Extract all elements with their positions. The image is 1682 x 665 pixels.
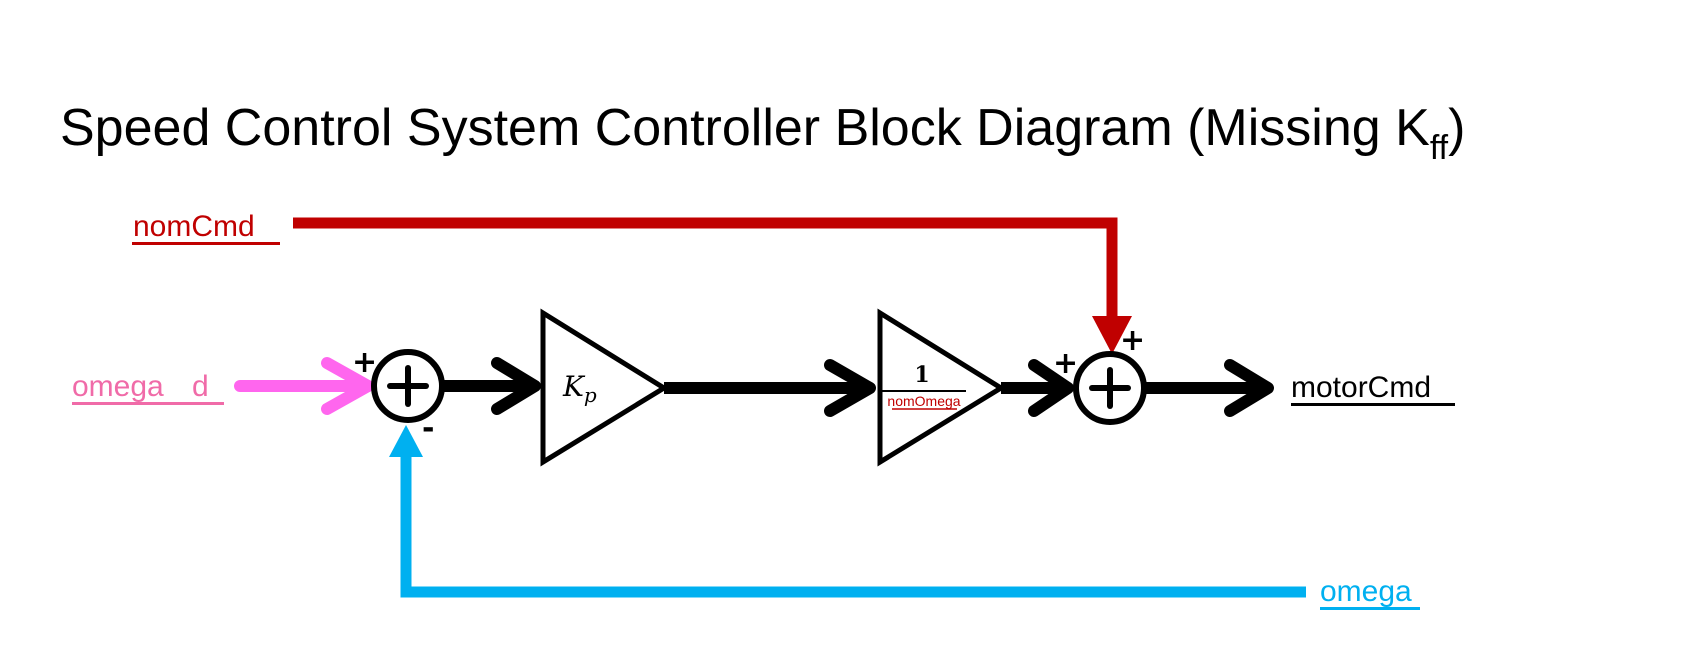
inverse-nomomega-block: 1 nomOmega <box>877 308 1006 467</box>
omega-d-underline <box>72 402 224 405</box>
kp-triangle <box>540 308 669 467</box>
nomcmd-signal: nomCmd <box>132 210 1132 354</box>
output-summing-junction: + + <box>1053 323 1147 425</box>
arrowhead-icon <box>1028 359 1074 417</box>
omega-arrowhead-icon <box>389 425 423 457</box>
title-main: Speed Control System Controller Block Di… <box>60 99 1430 157</box>
inverse-triangle <box>877 308 1006 467</box>
omega-d-signal: omega d <box>72 357 374 415</box>
error-sum-plus-sign: + <box>352 345 377 380</box>
title-subscript: ff <box>1430 129 1449 167</box>
arrowhead-icon <box>491 357 541 415</box>
error-to-kp-arrow <box>442 357 541 415</box>
kp-to-inverse-arrow <box>664 359 876 417</box>
inverse-numerator: 1 <box>914 362 929 388</box>
nomcmd-line <box>293 217 1118 318</box>
arrowhead-icon <box>824 359 876 417</box>
output-sum-plus-sign-left: + <box>1053 346 1078 381</box>
motorcmd-underline <box>1291 403 1455 406</box>
nomcmd-underline <box>132 242 280 245</box>
omega-d-label: omega <box>72 370 164 403</box>
error-summing-junction: + - <box>352 345 445 446</box>
nomcmd-arrowhead-icon <box>1092 316 1132 354</box>
omega-label: omega <box>1320 575 1412 608</box>
inverse-denominator: nomOmega <box>887 393 960 409</box>
omega-feedback-signal: omega <box>389 425 1420 610</box>
diagram-title: Speed Control System Controller Block Di… <box>60 99 1465 167</box>
omega-d-arrowhead-icon <box>321 357 374 415</box>
omega-underline <box>1320 607 1420 610</box>
kp-label: Kp <box>562 370 597 407</box>
kp-gain-block: Kp <box>540 308 669 467</box>
nomcmd-label: nomCmd <box>133 210 255 243</box>
inverse-to-sum-arrow <box>1001 359 1074 417</box>
motorcmd-signal: motorCmd <box>1144 359 1455 417</box>
motorcmd-label: motorCmd <box>1291 371 1431 404</box>
error-sum-minus-sign: - <box>422 411 434 446</box>
omega-feedback-line <box>400 455 1306 598</box>
arrowhead-icon <box>1224 359 1274 417</box>
output-sum-plus-sign-top: + <box>1120 323 1145 358</box>
title-close: ) <box>1448 99 1465 157</box>
omega-d-label-suffix: d <box>192 370 209 403</box>
